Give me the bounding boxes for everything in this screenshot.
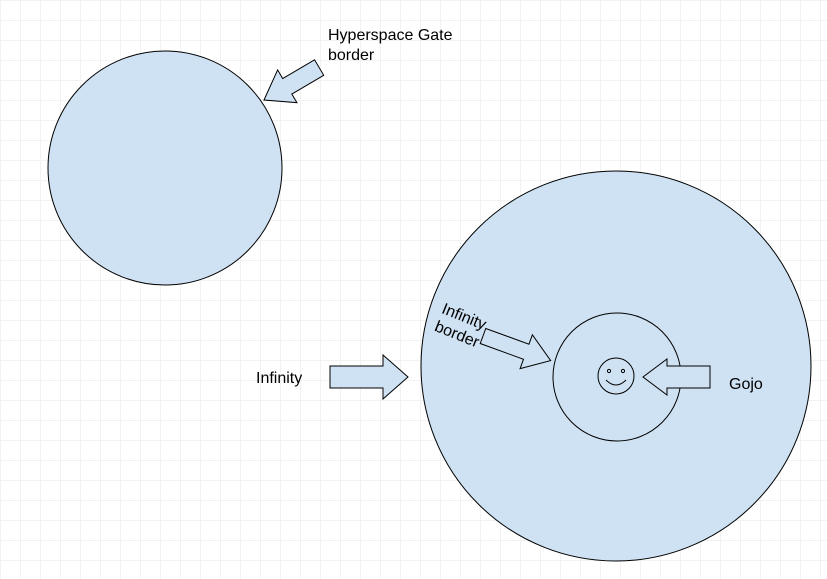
hyperspace-gate-label-line2: border bbox=[328, 47, 375, 64]
hyperspace-gate-arrow[interactable] bbox=[254, 51, 328, 116]
infinity-border-arrow[interactable] bbox=[477, 319, 557, 377]
gojo-arrow[interactable] bbox=[642, 358, 711, 396]
gojo-label: Gojo bbox=[729, 376, 763, 393]
infinity-label: Infinity bbox=[256, 370, 302, 387]
hyperspace-gate-circle[interactable] bbox=[47, 50, 283, 286]
infinity-arrow[interactable] bbox=[329, 353, 409, 401]
smiley-face-icon[interactable] bbox=[597, 357, 635, 395]
hyperspace-gate-label-line1: Hyperspace Gate bbox=[328, 27, 453, 44]
